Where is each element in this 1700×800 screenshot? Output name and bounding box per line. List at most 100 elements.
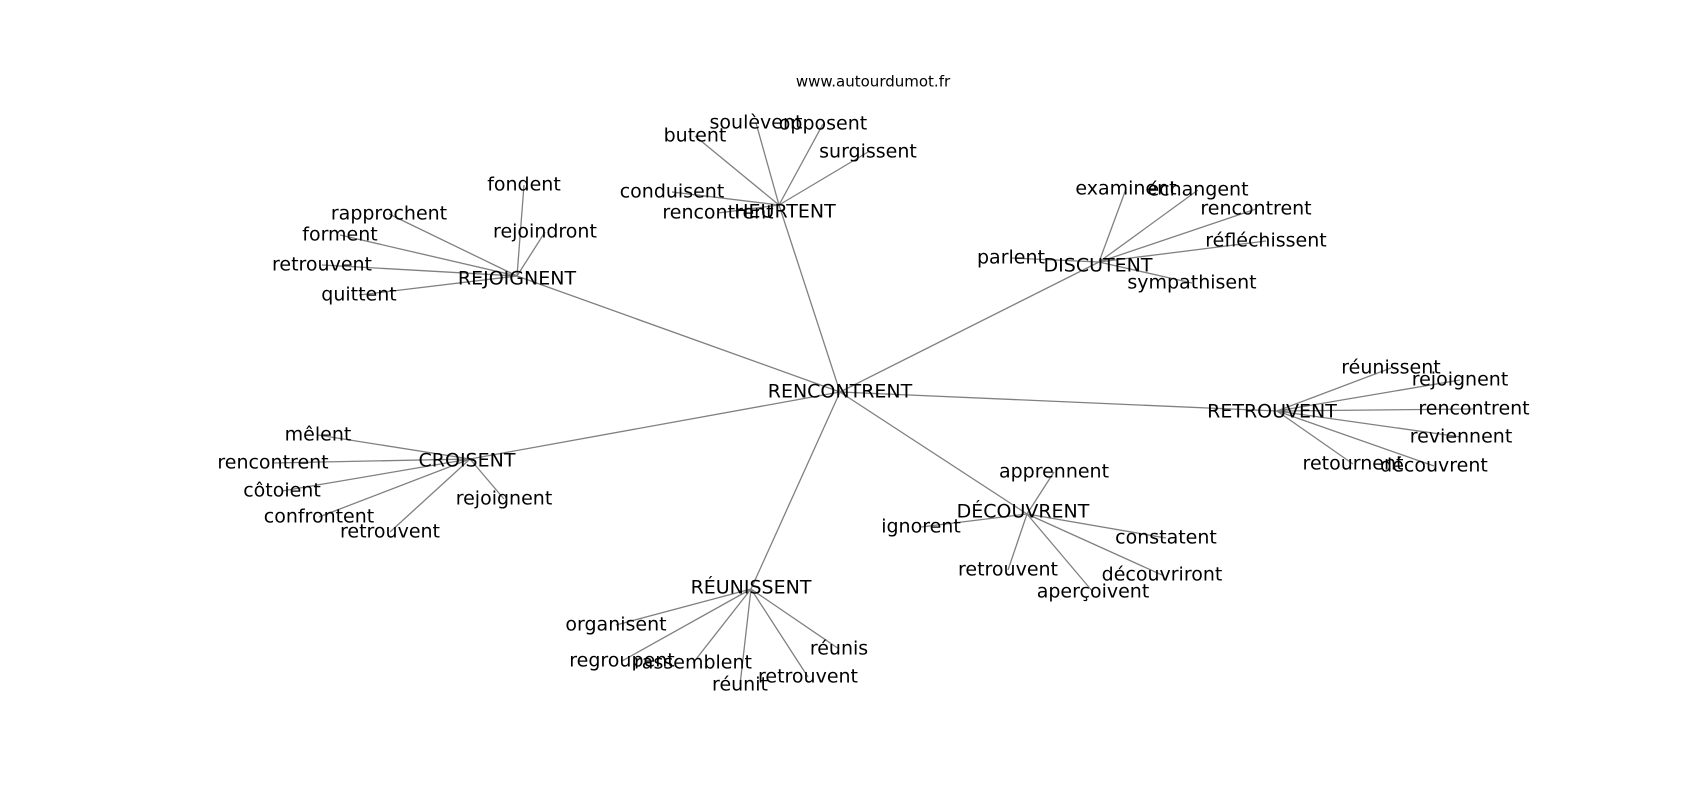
edge-hub-leaf	[317, 434, 471, 460]
leaf-word[interactable]: découvriront	[1102, 564, 1223, 586]
edge-hub-leaf	[692, 588, 752, 664]
leaf-word[interactable]: examinent	[1075, 178, 1176, 200]
edge-hub-leaf	[1098, 189, 1199, 263]
edge-hub-leaf	[318, 458, 471, 518]
leaf-word[interactable]: réfléchissent	[1205, 230, 1327, 252]
edge-hub-leaf	[750, 588, 809, 678]
leaf-word[interactable]: réunit	[712, 674, 768, 696]
edge-hub-leaf	[1007, 513, 1028, 571]
edge-hub-leaf	[1276, 410, 1354, 465]
leaf-word[interactable]: rapprochent	[331, 203, 447, 225]
leaf-word[interactable]: réunis	[810, 638, 868, 660]
edge-center-hub	[469, 391, 841, 460]
leaf-word[interactable]: réunissent	[1341, 357, 1440, 379]
leaf-word[interactable]: découvrent	[1380, 455, 1488, 477]
leaf-word[interactable]: rejoignent	[456, 488, 553, 510]
edge-hub-leaf	[1098, 188, 1127, 263]
leaf-word[interactable]: butent	[664, 125, 727, 147]
edge-hub-leaf	[516, 231, 546, 277]
edge-hub-leaf	[615, 588, 752, 626]
leaf-word[interactable]: rencontrent	[1418, 398, 1529, 420]
hub-word[interactable]: REJOIGNENT	[458, 268, 577, 290]
leaf-word[interactable]: aperçoivent	[1037, 581, 1150, 603]
edge-hub-leaf	[1276, 410, 1435, 467]
edge-center-hub	[516, 275, 841, 393]
edge-hub-leaf	[1098, 208, 1257, 263]
edge-hub-leaf	[1026, 513, 1163, 576]
leaf-word[interactable]: côtoient	[243, 480, 321, 502]
edge-hub-leaf	[469, 458, 505, 500]
leaf-word[interactable]: sympathisent	[1127, 272, 1256, 294]
edge-hub-leaf	[389, 458, 471, 533]
edge-hub-leaf	[339, 234, 518, 277]
hub-word[interactable]: RÉUNISSENT	[691, 576, 812, 599]
edge-hub-leaf	[1098, 240, 1267, 263]
edge-center-hub	[839, 261, 1100, 393]
source-label: www.autourdumot.fr	[796, 73, 951, 91]
edge-hub-leaf	[920, 513, 1028, 528]
edge-hub-leaf	[1026, 513, 1094, 593]
leaf-word[interactable]: ignorent	[881, 516, 961, 538]
leaf-word[interactable]: rencontrent	[662, 202, 773, 224]
leaf-word[interactable]: forment	[302, 224, 377, 246]
leaf-word[interactable]: surgissent	[819, 141, 917, 163]
graph-edges	[272, 122, 1475, 686]
leaf-word[interactable]: confrontent	[264, 506, 375, 528]
hub-word[interactable]: HEURTENT	[734, 201, 836, 223]
edge-hub-leaf	[1276, 408, 1475, 412]
edge-hub-leaf	[1276, 367, 1392, 412]
edge-hub-leaf	[694, 135, 780, 206]
edge-hub-leaf	[750, 588, 840, 650]
edge-hub-leaf	[717, 204, 780, 214]
hub-word[interactable]: CROISENT	[419, 450, 516, 472]
hub-word[interactable]: RETROUVENT	[1207, 401, 1337, 423]
edge-center-hub	[839, 391, 1278, 412]
leaf-word[interactable]: rassemblent	[634, 652, 752, 674]
leaf-word[interactable]: retournent	[1303, 453, 1404, 475]
edge-hub-leaf	[1010, 257, 1100, 263]
edge-hub-leaf	[755, 122, 780, 206]
leaf-word[interactable]: retrouvent	[958, 559, 1058, 581]
leaf-word[interactable]: opposent	[779, 113, 867, 135]
leaf-word[interactable]: mêlent	[285, 424, 352, 446]
leaf-word[interactable]: quittent	[321, 284, 396, 306]
leaf-word[interactable]: organisent	[565, 614, 666, 636]
leaf-word[interactable]: échangent	[1147, 179, 1248, 201]
leaf-word[interactable]: rencontrent	[217, 452, 328, 474]
hub-word[interactable]: DÉCOUVRENT	[957, 500, 1090, 523]
edge-hub-leaf	[1098, 261, 1193, 284]
leaf-word[interactable]: conduisent	[620, 181, 725, 203]
edge-hub-leaf	[272, 458, 471, 464]
edge-hub-leaf	[1276, 379, 1461, 412]
leaf-word[interactable]: rejoindront	[493, 221, 597, 243]
edge-hub-leaf	[1276, 410, 1462, 438]
leaf-word[interactable]: reviennent	[1410, 426, 1513, 448]
edge-hub-leaf	[388, 213, 518, 277]
edge-hub-leaf	[778, 151, 869, 206]
edge-center-hub	[750, 391, 841, 590]
center-word[interactable]: RENCONTRENT	[768, 381, 913, 403]
edge-hub-leaf	[1026, 471, 1055, 515]
leaf-word[interactable]: rencontrent	[1200, 198, 1311, 220]
leaf-word[interactable]: constatent	[1115, 527, 1217, 549]
leaf-word[interactable]: retrouvent	[758, 666, 858, 688]
leaf-word[interactable]: rejoignent	[1412, 369, 1509, 391]
edge-hub-leaf	[281, 458, 471, 492]
leaf-word[interactable]: soulèvent	[710, 112, 803, 134]
edge-hub-leaf	[671, 191, 780, 206]
edge-hub-leaf	[778, 123, 824, 206]
leaf-word[interactable]: retrouvent	[272, 254, 372, 276]
edge-hub-leaf	[1026, 513, 1167, 539]
leaf-word[interactable]: fondent	[487, 174, 561, 196]
edge-hub-leaf	[321, 264, 518, 277]
leaf-word[interactable]: retrouvent	[340, 521, 440, 543]
hub-word[interactable]: DISCUTENT	[1044, 255, 1153, 277]
leaf-word[interactable]: regroupent	[569, 650, 674, 672]
edge-hub-leaf	[621, 588, 752, 662]
leaf-word[interactable]: apprennent	[999, 461, 1109, 483]
leaf-word[interactable]: parlent	[977, 247, 1045, 269]
edge-center-hub	[778, 204, 841, 393]
edge-hub-leaf	[358, 275, 518, 296]
graph-labels: www.autourdumot.fr RENCONTRENT HEURTENT bu…	[217, 73, 1529, 696]
